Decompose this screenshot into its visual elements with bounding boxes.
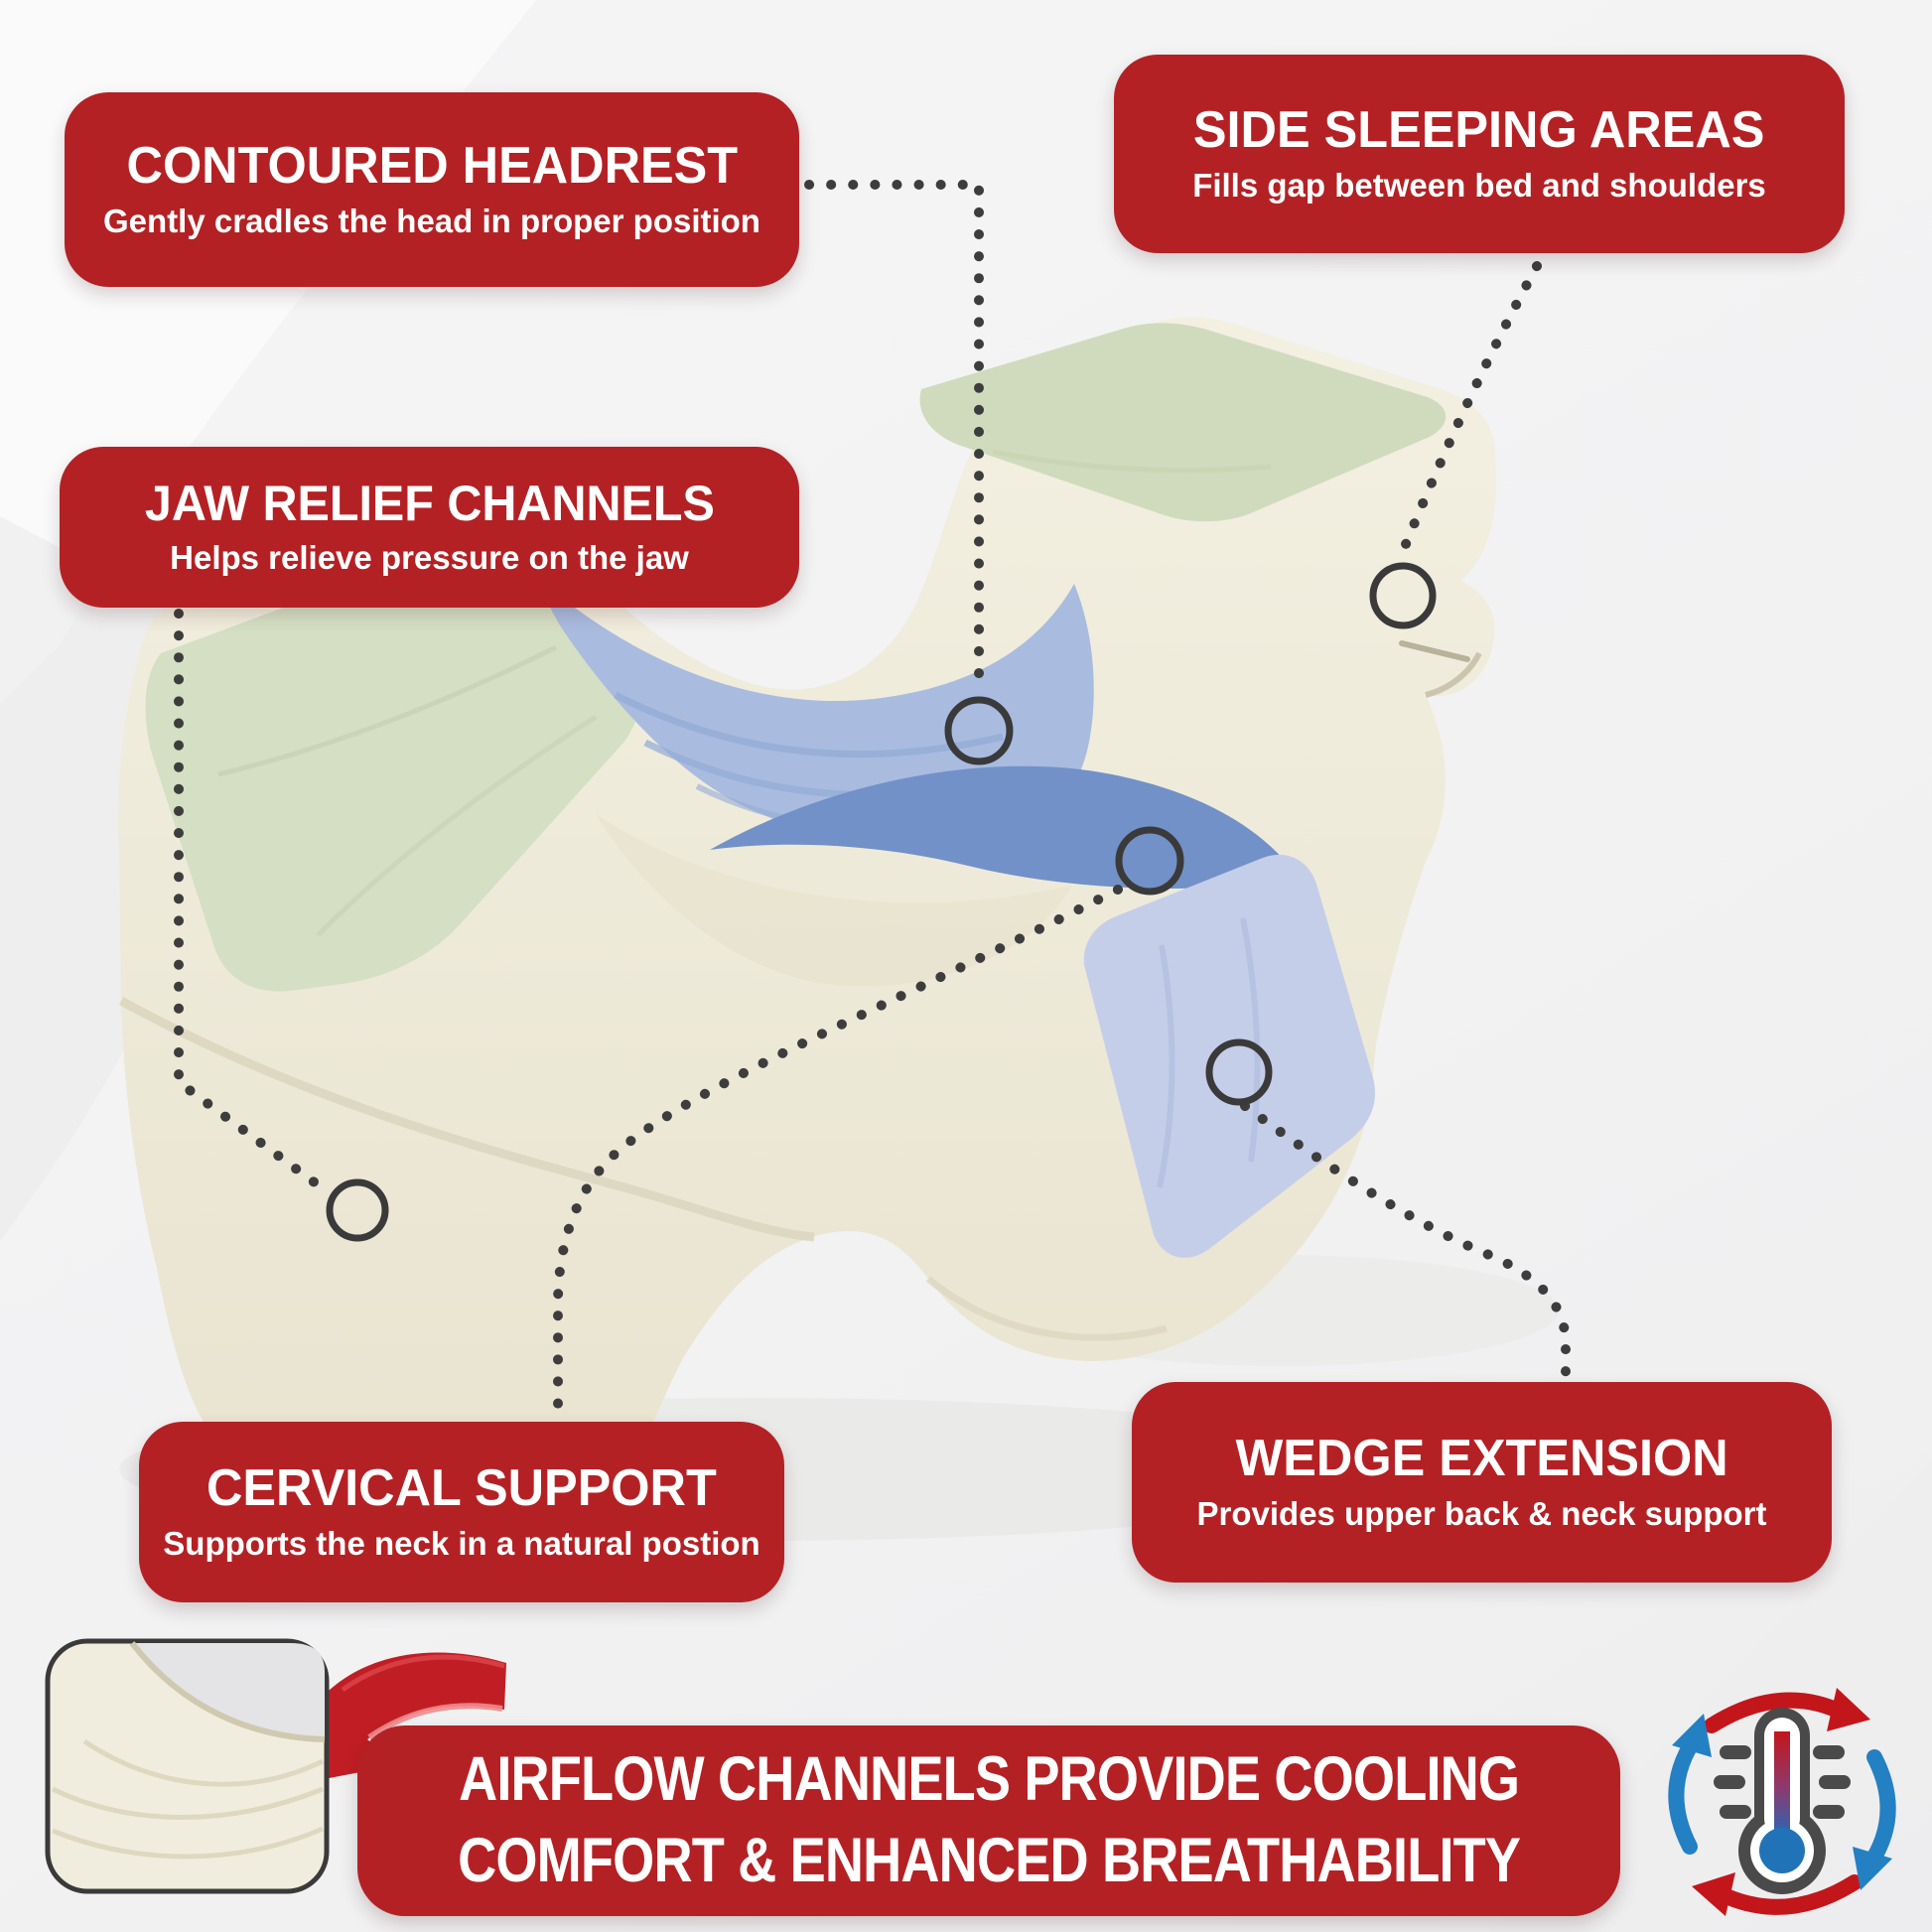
connector-side-sleeping-areas: [1401, 261, 1542, 549]
cool-arrowhead: [1853, 1847, 1892, 1890]
callout-cervical-support: CERVICAL SUPPORT Supports the neck in a …: [139, 1422, 784, 1602]
cooling-thermometer-icon: [1668, 1688, 1896, 1916]
hot-air-arrow-bottom: [1710, 1874, 1863, 1915]
headrest-airflow-ridge: [614, 691, 1004, 759]
wedge-airflow-ridge: [1240, 917, 1261, 1163]
connector-jaw-relief-channels: [174, 609, 336, 1199]
thermometer-body: [1714, 1708, 1851, 1894]
callout-subtitle: Fills gap between bed and shoulders: [1192, 166, 1766, 204]
cool-air-arrow-right: [1861, 1749, 1896, 1874]
inset-wave-line: [82, 1738, 325, 1787]
hot-air-arrow-top: [1704, 1692, 1853, 1733]
cool-arrowhead: [1672, 1714, 1712, 1757]
inset-wave-line: [52, 1826, 324, 1860]
connector-wedge-extension: [1240, 1101, 1571, 1383]
callout-side-sleeping-areas: SIDE SLEEPING AREAS Fills gap between be…: [1114, 55, 1845, 253]
airflow-banner-line2: COMFORT & ENHANCED BREATHABILITY: [457, 1826, 1521, 1895]
pillow-shading: [596, 814, 1072, 987]
pillow-lip-crease: [1425, 651, 1482, 698]
marker-contoured-headrest: [944, 696, 1014, 765]
callout-title: SIDE SLEEPING AREAS: [1193, 100, 1765, 159]
zone-fold-line: [316, 714, 598, 937]
zone-side-sleeping-left: [145, 541, 640, 992]
callout-contoured-headrest: CONTOURED HEADREST Gently cradles the he…: [65, 92, 799, 287]
zone-fold-line: [992, 449, 1272, 474]
red-callout-arrow-icon: [282, 1652, 506, 1787]
inset-foam-edge: [129, 1641, 326, 1742]
zone-cervical-support: [710, 765, 1299, 890]
zone-wedge-extension: [1083, 854, 1376, 1258]
pillow-lip-crease: [1399, 640, 1470, 662]
airflow-banner-line1: AIRFLOW CHANNELS PROVIDE COOLING: [458, 1744, 1520, 1815]
connector-contoured-headrest: [804, 180, 984, 688]
callout-title: CONTOURED HEADREST: [126, 136, 738, 195]
callout-wedge-extension: WEDGE EXTENSION Provides upper back & ne…: [1132, 1382, 1832, 1583]
airflow-banner-text: AIRFLOW CHANNELS PROVIDE COOLING COMFORT…: [457, 1739, 1521, 1902]
airflow-detail-inset-icon: [45, 1638, 330, 1894]
inset-background-area: [132, 1643, 325, 1739]
pillow-bottom-shade: [925, 1276, 1168, 1341]
callout-jaw-relief-channels: JAW RELIEF CHANNELS Helps relieve pressu…: [60, 447, 799, 608]
callout-title: JAW RELIEF CHANNELS: [144, 475, 715, 531]
airflow-banner: AIRFLOW CHANNELS PROVIDE COOLING COMFORT…: [357, 1725, 1620, 1916]
zone-fold-line: [217, 644, 558, 777]
callout-subtitle: Helps relieve pressure on the jaw: [170, 538, 689, 576]
callout-subtitle: Provides upper back & neck support: [1196, 1494, 1767, 1532]
zone-side-sleeping-right: [919, 323, 1447, 522]
callout-subtitle: Supports the neck in a natural postion: [163, 1524, 760, 1562]
callout-subtitle: Gently cradles the head in proper positi…: [103, 202, 760, 239]
hot-arrowhead: [1692, 1872, 1735, 1916]
marker-side-sleeping-areas: [1369, 562, 1437, 629]
wedge-airflow-ridge: [1157, 944, 1175, 1188]
marker-cervical-support: [1115, 826, 1184, 896]
cool-air-arrow-left: [1668, 1729, 1704, 1855]
hot-arrowhead: [1827, 1688, 1870, 1731]
callout-title: CERVICAL SUPPORT: [207, 1458, 717, 1517]
pillow-seam-line: [118, 997, 815, 1242]
marker-jaw-relief-channels: [326, 1178, 389, 1242]
inset-wave-line: [51, 1786, 324, 1820]
callout-title: WEDGE EXTENSION: [1235, 1429, 1728, 1487]
marker-wedge-extension: [1205, 1038, 1273, 1106]
